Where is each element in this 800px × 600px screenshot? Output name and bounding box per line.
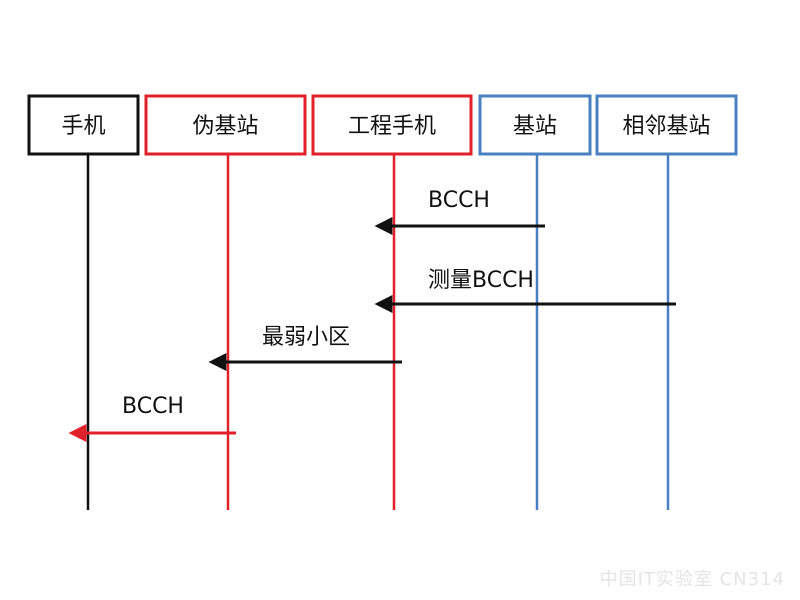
actor-box xyxy=(311,94,473,156)
message-label: 最弱小区 xyxy=(262,325,350,350)
actor-eng_phone: 工程手机 xyxy=(311,94,473,156)
actor-box xyxy=(27,94,140,156)
watermark: 中国IT实验室 CN314 xyxy=(600,569,785,590)
actor-label: 伪基站 xyxy=(192,114,258,139)
actor-neighbor_bs: 相邻基站 xyxy=(595,94,738,156)
message-label: 测量BCCH xyxy=(428,268,534,293)
message-label: BCCH xyxy=(122,394,184,419)
watermark-text: 中国IT实验室 CN314 xyxy=(600,569,785,590)
actor-label: 相邻基站 xyxy=(622,114,710,139)
actor-label: 工程手机 xyxy=(348,114,436,139)
lifelines xyxy=(86,154,670,510)
message: BCCH xyxy=(374,188,545,235)
actor-bs: 基站 xyxy=(478,94,592,156)
actor-label: 基站 xyxy=(513,114,557,139)
actor-phone: 手机 xyxy=(27,94,140,156)
actor-label: 手机 xyxy=(61,114,105,139)
actor-box xyxy=(144,94,307,156)
actor-fake_bs: 伪基站 xyxy=(144,94,307,156)
message: 测量BCCH xyxy=(374,268,676,313)
message: BCCH xyxy=(68,394,236,442)
message-label: BCCH xyxy=(428,188,490,213)
messages: BCCH 测量BCCH 最弱小区 BCCH xyxy=(68,188,676,442)
message: 最弱小区 xyxy=(208,325,402,371)
actor-box xyxy=(595,94,738,156)
actor-boxes: 手机 伪基站 工程手机 基站 相邻基站 xyxy=(27,94,738,156)
actor-box xyxy=(478,94,592,156)
